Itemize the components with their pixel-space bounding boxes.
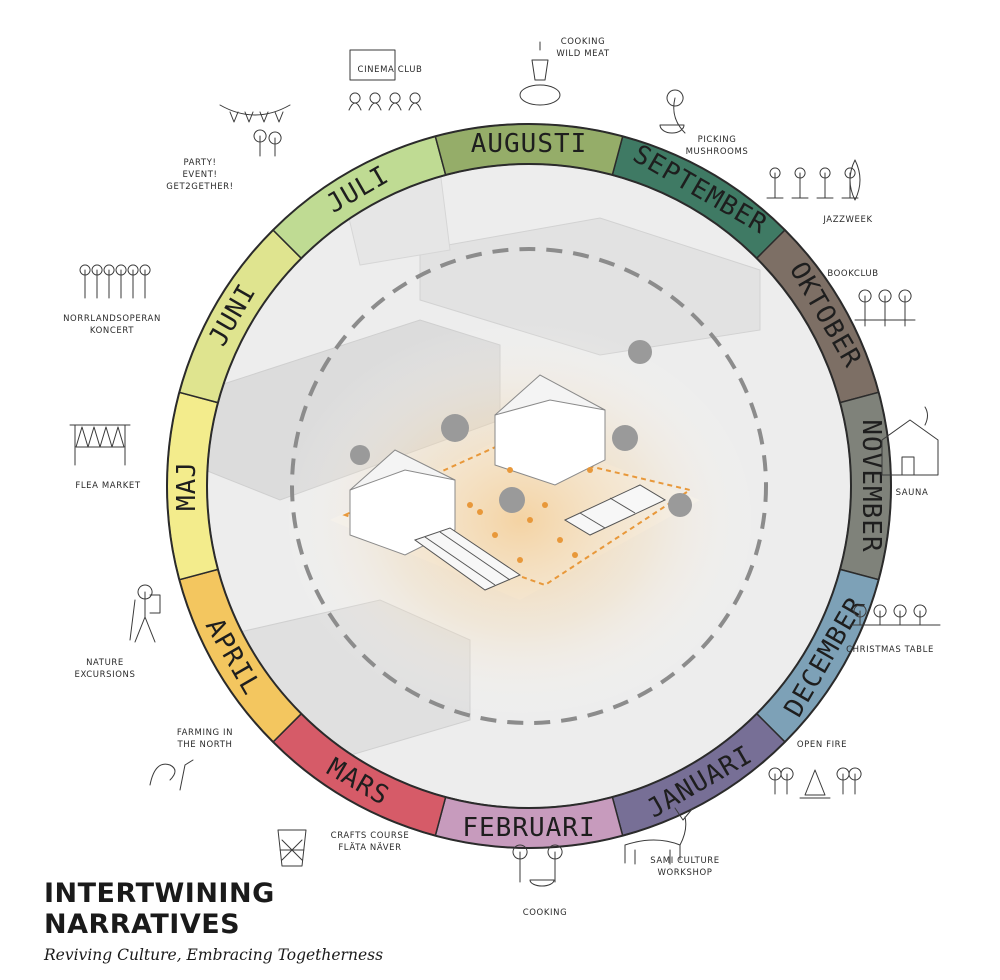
activity-label-christmas-0: CHRISTMAS TABLE (846, 645, 934, 655)
title-line-1: INTERTWINING (44, 878, 275, 909)
farming-hand-sketch-icon (149, 759, 194, 791)
bookclub-sketch-icon (854, 289, 916, 327)
activity-sami: SAMI CULTURE WORKSHOP (624, 807, 720, 878)
activity-label-cinema-0: CINEMA CLUB (358, 65, 423, 75)
activity-label-mushrooms-1: MUSHROOMS (686, 147, 749, 157)
greenhouse-east (563, 484, 667, 536)
activity-label-sami-0: SAMI CULTURE (650, 856, 720, 866)
month-label-november: NOVEMBER (856, 419, 886, 552)
activity-label-farming-1: THE NORTH (177, 740, 233, 750)
orchestra-sketch-icon (79, 264, 151, 299)
activity-label-fire-0: OPEN FIRE (797, 740, 847, 750)
clothes-rack-sketch-icon (69, 424, 131, 466)
woven-basket-sketch-icon (277, 829, 307, 867)
title-block: INTERTWINING NARRATIVES Reviving Culture… (44, 878, 383, 964)
month-label-augusti: AUGUSTI (471, 129, 588, 159)
activity-label-opera-1: KONCERT (90, 326, 134, 336)
activity-label-nature-0: NATURE (86, 658, 124, 668)
activity-label-party-2: GET2GETHER! (166, 182, 233, 192)
basket-sketch-icon (659, 89, 686, 134)
cooking-sketch-icon (512, 844, 563, 887)
activity-cinema: CINEMA CLUB (348, 49, 423, 111)
hiker-sketch-icon (129, 584, 161, 643)
activity-label-mushrooms-0: PICKING (698, 135, 737, 145)
activity-label-party-0: PARTY! (183, 158, 216, 168)
activity-label-sauna-0: SAUNA (896, 488, 929, 498)
ring-outer-border (166, 123, 892, 849)
trees (350, 340, 692, 517)
month-label-februari: FEBRUARI (462, 813, 595, 843)
reindeer-sketch-icon (624, 807, 694, 865)
subtitle: Reviving Culture, Embracing Togetherness (44, 946, 384, 964)
house-north (494, 374, 606, 486)
campfire-sketch-icon (768, 767, 862, 799)
activity-christmas: CHRISTMAS TABLE (846, 604, 941, 655)
activity-label-bookclub-0: BOOKCLUB (827, 269, 878, 279)
party-bunting-sketch-icon (219, 104, 291, 157)
people (467, 467, 593, 563)
activity-mushrooms: PICKING MUSHROOMS (659, 89, 749, 157)
activity-label-cooking-meat-1: WILD MEAT (556, 49, 610, 59)
activity-label-flea-0: FLEA MARKET (75, 481, 141, 491)
activity-label-crafts-1: FLÄTA NÄVER (338, 842, 401, 853)
activity-label-crafts-0: CRAFTS COURSE (331, 831, 410, 841)
grill-sketch-icon (519, 41, 561, 106)
dashed-inner-circle (290, 247, 768, 725)
activity-bookclub: BOOKCLUB (827, 269, 916, 327)
activity-party: PARTY! EVENT! GET2GETHER! (166, 104, 291, 192)
activity-cooking: COOKING (512, 844, 568, 918)
activity-fire: OPEN FIRE (768, 740, 862, 799)
cinema-sketch-icon (348, 49, 422, 111)
activity-label-sami-1: WORKSHOP (658, 868, 713, 878)
activity-flea: FLEA MARKET (69, 424, 141, 491)
activity-label-nature-1: EXCURSIONS (75, 670, 136, 680)
activity-cooking-meat: COOKING WILD MEAT (519, 37, 610, 106)
jazz-band-sketch-icon (766, 159, 861, 201)
activity-label-opera-0: NORRLANDSOPERAN (63, 314, 161, 324)
title-line-2: NARRATIVES (44, 909, 241, 940)
activity-farming: FARMING IN THE NORTH (149, 728, 233, 791)
dinner-table-sketch-icon (849, 604, 941, 626)
month-label-maj: MAJ (172, 461, 202, 511)
activity-label-farming-0: FARMING IN (177, 728, 233, 738)
activity-label-jazz-0: JAZZWEEK (822, 215, 872, 225)
activity-nature: NATURE EXCURSIONS (75, 584, 161, 680)
site-model (207, 164, 851, 808)
greenhouse-south (413, 527, 522, 591)
activity-label-cooking-meat-0: COOKING (561, 37, 606, 47)
activity-jazz: JAZZWEEK (766, 159, 872, 225)
activity-label-cooking-0: COOKING (523, 908, 568, 918)
activity-opera: NORRLANDSOPERAN KONCERT (63, 264, 161, 336)
activity-label-party-1: EVENT! (182, 170, 217, 180)
ring-inner-border (206, 163, 852, 809)
house-west (349, 449, 456, 556)
sauna-hut-sketch-icon (881, 406, 939, 476)
activity-sauna: SAUNA (881, 406, 939, 498)
activities: CINEMA CLUB COOKING WILD MEAT PICKING MUSHRO… (63, 37, 941, 918)
